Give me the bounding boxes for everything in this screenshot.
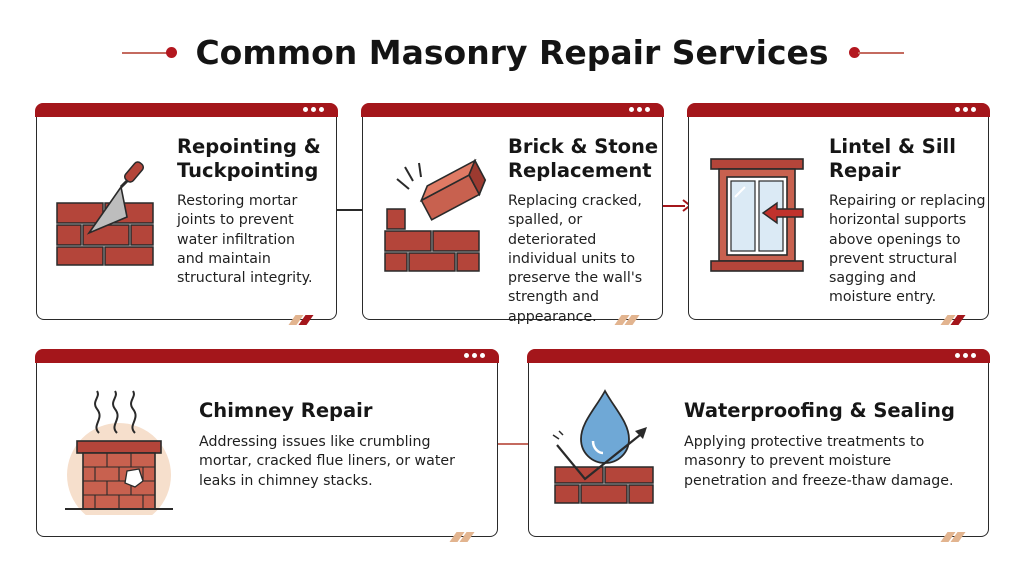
connector-4-5 <box>498 443 528 445</box>
card-title-line: Brick & Stone <box>508 135 659 158</box>
desc-line: appearance. <box>508 308 597 325</box>
service-card-lintel: Lintel & Sill Repair Repairing or replac… <box>687 103 990 325</box>
corner-stripes <box>614 315 648 325</box>
page-title: Common Masonry Repair Services <box>195 33 829 72</box>
window-dots <box>461 353 487 359</box>
desc-line: mortar, cracked flue liners, or water <box>199 453 455 470</box>
desc-line: prevent structural <box>829 250 958 267</box>
corner-stripes <box>449 532 483 542</box>
connector-1-2 <box>337 209 362 211</box>
desc-line: moisture entry. <box>829 289 937 306</box>
desc-line: horizontal supports <box>829 212 967 229</box>
title-row: Common Masonry Repair Services <box>0 30 1024 76</box>
title-line-right <box>858 52 904 54</box>
card-header-bar <box>687 103 990 117</box>
desc-line: joints to prevent <box>177 212 294 229</box>
desc-line: Addressing issues like crumbling <box>199 434 431 450</box>
window-dots <box>626 107 652 113</box>
desc-line: strength and <box>508 289 599 306</box>
card-description: Applying protective treatments to masonr… <box>684 433 954 491</box>
connector-2-3 <box>663 205 685 207</box>
card-title-line: Lintel & Sill <box>829 135 956 158</box>
desc-line: structural integrity. <box>177 270 313 287</box>
desc-line: water infiltration <box>177 231 296 248</box>
card-title: Chimney Repair <box>199 399 373 422</box>
desc-line: Restoring mortar <box>177 193 298 209</box>
card-header-bar <box>35 349 499 363</box>
window-dots <box>300 107 326 113</box>
desc-line: Applying protective treatments to <box>684 434 925 450</box>
service-card-chimney: Chimney Repair Addressing issues like cr… <box>35 349 499 542</box>
service-card-replacement: Brick & Stone Replacement Replacing crac… <box>361 103 664 325</box>
service-card-waterproofing: Waterproofing & Sealing Applying protect… <box>527 349 990 542</box>
desc-line: preserve the wall's <box>508 270 643 287</box>
desc-line: leaks in chimney stacks. <box>199 472 373 489</box>
desc-line: individual units to <box>508 250 635 267</box>
title-dot-left <box>166 47 177 58</box>
desc-line: Repairing or replacing <box>829 193 986 209</box>
service-card-repointing: Repointing & Tuckpointing Restoring mort… <box>35 103 338 325</box>
window-dots <box>952 353 978 359</box>
water-drop-brick-icon <box>552 389 654 504</box>
title-dot-right <box>849 47 860 58</box>
desc-line: masonry to prevent moisture <box>684 453 892 470</box>
trowel-brick-wall-icon <box>56 161 154 266</box>
falling-brick-icon <box>384 158 487 272</box>
corner-stripes <box>940 315 974 325</box>
desc-line: and maintain <box>177 250 271 267</box>
desc-line: above openings to <box>829 231 961 248</box>
card-title: Brick & Stone Replacement <box>508 135 658 183</box>
card-title-line: Replacement <box>508 159 652 182</box>
card-title: Repointing & Tuckpointing <box>177 135 321 183</box>
chimney-icon <box>65 390 173 515</box>
card-title: Lintel & Sill Repair <box>829 135 956 183</box>
desc-line: Replacing cracked, <box>508 193 642 209</box>
title-line-left <box>122 52 168 54</box>
window-dots <box>952 107 978 113</box>
card-description: Restoring mortar joints to prevent water… <box>177 192 313 288</box>
desc-line: sagging and <box>829 270 917 287</box>
card-header-bar <box>35 103 338 117</box>
card-description: Addressing issues like crumbling mortar,… <box>199 433 455 491</box>
corner-stripes <box>940 532 974 542</box>
card-title-line: Tuckpointing <box>177 159 319 182</box>
card-header-bar <box>527 349 990 363</box>
desc-line: spalled, or deteriorated <box>508 212 597 248</box>
corner-stripes <box>288 315 322 325</box>
card-description: Replacing cracked, spalled, or deteriora… <box>508 192 662 327</box>
card-description: Repairing or replacing horizontal suppor… <box>829 192 986 308</box>
card-header-bar <box>361 103 664 117</box>
card-title-line: Repair <box>829 159 901 182</box>
window-lintel-icon <box>710 158 804 272</box>
card-title: Waterproofing & Sealing <box>684 399 956 422</box>
card-title-line: Repointing & <box>177 135 321 158</box>
desc-line: penetration and freeze-thaw damage. <box>684 472 954 489</box>
